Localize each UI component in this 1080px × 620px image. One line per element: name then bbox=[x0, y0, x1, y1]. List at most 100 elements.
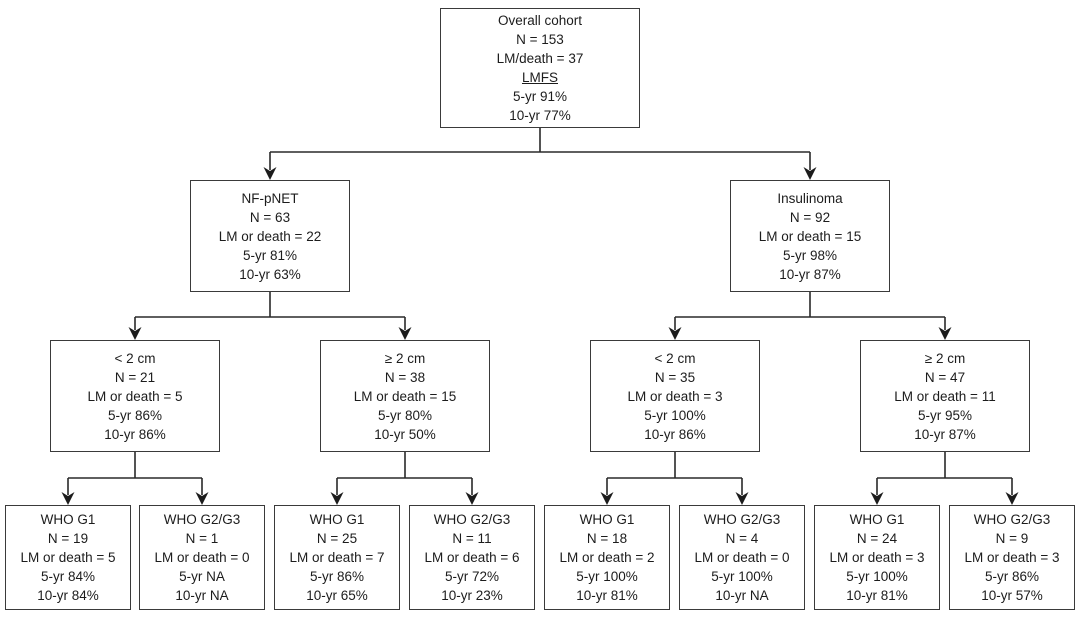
node-n: N = 24 bbox=[856, 531, 898, 546]
node-events: LM or death = 7 bbox=[289, 550, 385, 565]
node-10yr: 10-yr NA bbox=[715, 588, 769, 603]
node-10yr: 10-yr 84% bbox=[37, 588, 99, 603]
node-events: LM or death = 2 bbox=[559, 550, 655, 565]
arrowhead bbox=[1005, 492, 1019, 505]
arrowhead bbox=[668, 327, 682, 340]
node-5yr: 5-yr 91% bbox=[512, 89, 568, 104]
node-title: Insulinoma bbox=[777, 190, 843, 206]
arrowhead bbox=[195, 492, 209, 505]
node-n: N = 4 bbox=[725, 531, 759, 546]
node-n: N = 9 bbox=[995, 531, 1029, 546]
node-nf-ge2cm-who-g1: WHO G1 N = 25 LM or death = 7 5-yr 86% 1… bbox=[274, 505, 400, 610]
node-title: NF-pNET bbox=[241, 190, 299, 206]
node-events: LM or death = 5 bbox=[87, 388, 183, 404]
node-nf-ge2cm: ≥ 2 cm N = 38 LM or death = 15 5-yr 80% … bbox=[320, 340, 490, 452]
arrowhead bbox=[938, 327, 952, 340]
node-lmfs-heading: LMFS bbox=[521, 70, 558, 85]
node-events: LM or death = 15 bbox=[758, 228, 862, 244]
node-5yr: 5-yr 95% bbox=[917, 407, 973, 423]
arrowhead bbox=[870, 492, 884, 505]
node-10yr: 10-yr 81% bbox=[576, 588, 638, 603]
node-10yr: 10-yr 57% bbox=[981, 588, 1043, 603]
connector-ins-lt2cm-to-grade bbox=[606, 452, 743, 495]
node-n: N = 153 bbox=[516, 32, 564, 47]
node-n: N = 35 bbox=[654, 369, 696, 385]
node-nf-pnet: NF-pNET N = 63 LM or death = 22 5-yr 81%… bbox=[190, 180, 350, 292]
node-events: LM or death = 22 bbox=[218, 228, 322, 244]
node-n: N = 47 bbox=[924, 369, 966, 385]
node-10yr: 10-yr 87% bbox=[779, 266, 841, 282]
node-10yr: 10-yr 81% bbox=[846, 588, 908, 603]
node-5yr: 5-yr 84% bbox=[40, 569, 96, 584]
node-title: WHO G2/G3 bbox=[163, 512, 241, 527]
node-5yr: 5-yr 100% bbox=[576, 569, 638, 584]
node-n: N = 18 bbox=[586, 531, 628, 546]
node-10yr: 10-yr 65% bbox=[306, 588, 368, 603]
node-events: LM or death = 3 bbox=[964, 550, 1060, 565]
connector-nf-ge2cm-to-grade bbox=[336, 452, 473, 495]
connector-ins-ge2cm-to-grade bbox=[876, 452, 1013, 495]
node-5yr: 5-yr 86% bbox=[309, 569, 365, 584]
node-title: ≥ 2 cm bbox=[384, 350, 426, 366]
node-n: N = 21 bbox=[114, 369, 156, 385]
node-ins-ge2cm: ≥ 2 cm N = 47 LM or death = 11 5-yr 95% … bbox=[860, 340, 1030, 452]
node-events: LM or death = 11 bbox=[894, 388, 996, 404]
arrowhead bbox=[600, 492, 614, 505]
node-ins-lt2cm: < 2 cm N = 35 LM or death = 3 5-yr 100% … bbox=[590, 340, 760, 452]
node-n: N = 11 bbox=[452, 531, 492, 546]
arrowhead bbox=[803, 167, 817, 180]
node-10yr: 10-yr 50% bbox=[374, 426, 436, 442]
node-nf-ge2cm-who-g2g3: WHO G2/G3 N = 11 LM or death = 6 5-yr 72… bbox=[409, 505, 535, 610]
arrowheads bbox=[61, 167, 1019, 505]
node-5yr: 5-yr 86% bbox=[984, 569, 1040, 584]
node-title: WHO G2/G3 bbox=[703, 512, 781, 527]
node-10yr: 10-yr NA bbox=[175, 588, 229, 603]
node-n: N = 1 bbox=[185, 531, 219, 546]
node-title: WHO G1 bbox=[849, 512, 905, 527]
arrowhead bbox=[330, 492, 344, 505]
node-title: WHO G1 bbox=[579, 512, 635, 527]
node-10yr: 10-yr 87% bbox=[914, 426, 976, 442]
node-nf-lt2cm: < 2 cm N = 21 LM or death = 5 5-yr 86% 1… bbox=[50, 340, 220, 452]
node-5yr: 5-yr NA bbox=[179, 569, 225, 584]
node-5yr: 5-yr 72% bbox=[444, 569, 500, 584]
node-nf-lt2cm-who-g2g3: WHO G2/G3 N = 1 LM or death = 0 5-yr NA … bbox=[139, 505, 265, 610]
node-title: WHO G1 bbox=[309, 512, 365, 527]
node-10yr: 10-yr 86% bbox=[104, 426, 166, 442]
arrowhead bbox=[263, 167, 277, 180]
arrowhead bbox=[735, 492, 749, 505]
node-5yr: 5-yr 86% bbox=[107, 407, 163, 423]
node-10yr: 10-yr 77% bbox=[509, 108, 571, 123]
node-title: WHO G2/G3 bbox=[433, 512, 511, 527]
node-5yr: 5-yr 81% bbox=[242, 247, 298, 263]
node-title: WHO G2/G3 bbox=[973, 512, 1051, 527]
node-title: < 2 cm bbox=[654, 350, 696, 366]
node-5yr: 5-yr 80% bbox=[377, 407, 433, 423]
arrowhead bbox=[61, 492, 75, 505]
connector-root-to-level2 bbox=[269, 128, 811, 170]
arrowhead bbox=[128, 327, 142, 340]
node-ins-ge2cm-who-g2g3: WHO G2/G3 N = 9 LM or death = 3 5-yr 86%… bbox=[949, 505, 1075, 610]
node-title: Overall cohort bbox=[497, 13, 583, 28]
node-n: N = 92 bbox=[789, 209, 831, 225]
node-n: N = 63 bbox=[249, 209, 291, 225]
node-10yr: 10-yr 23% bbox=[441, 588, 503, 603]
node-ins-lt2cm-who-g1: WHO G1 N = 18 LM or death = 2 5-yr 100% … bbox=[544, 505, 670, 610]
node-insulinoma: Insulinoma N = 92 LM or death = 15 5-yr … bbox=[730, 180, 890, 292]
node-5yr: 5-yr 100% bbox=[711, 569, 773, 584]
node-ins-ge2cm-who-g1: WHO G1 N = 24 LM or death = 3 5-yr 100% … bbox=[814, 505, 940, 610]
arrowhead bbox=[465, 492, 479, 505]
connector-nfpnet-to-size bbox=[134, 292, 406, 330]
node-n: N = 38 bbox=[384, 369, 426, 385]
node-events: LM or death = 0 bbox=[694, 550, 790, 565]
node-title: ≥ 2 cm bbox=[924, 350, 966, 366]
node-n: N = 19 bbox=[47, 531, 89, 546]
node-events: LM or death = 3 bbox=[829, 550, 925, 565]
node-10yr: 10-yr 86% bbox=[644, 426, 706, 442]
node-title: < 2 cm bbox=[114, 350, 156, 366]
node-10yr: 10-yr 63% bbox=[239, 266, 301, 282]
node-ins-lt2cm-who-g2g3: WHO G2/G3 N = 4 LM or death = 0 5-yr 100… bbox=[679, 505, 805, 610]
node-events: LM or death = 3 bbox=[627, 388, 723, 404]
